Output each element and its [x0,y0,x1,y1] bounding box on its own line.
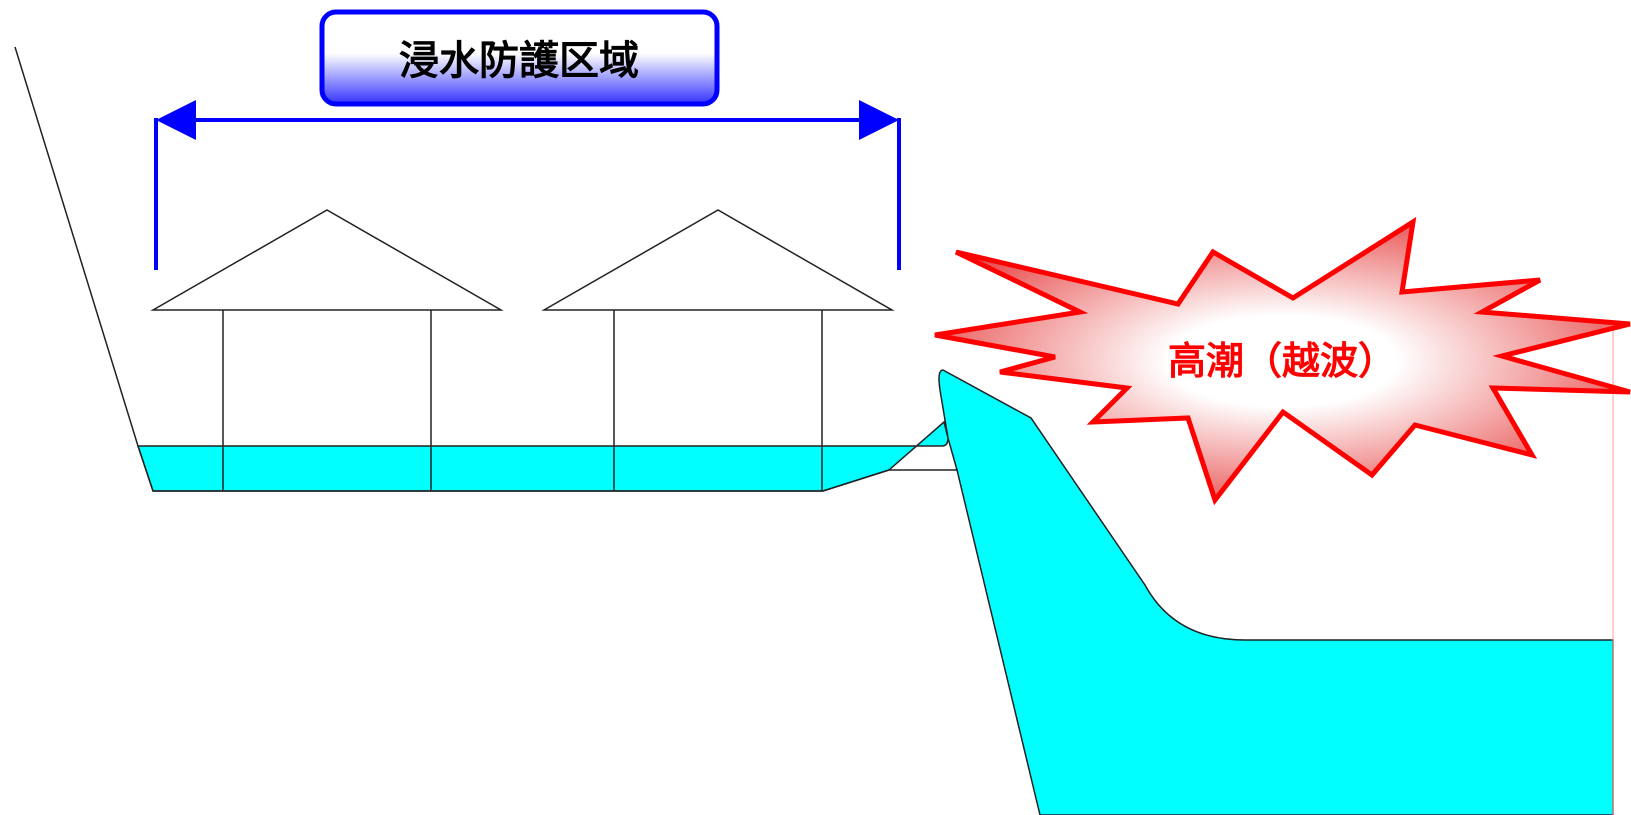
house-roof [150,209,504,311]
house-roof [541,209,895,311]
burst-shape [934,216,1631,506]
ground-line [137,445,957,492]
house-left [150,209,504,491]
protected-area-span [154,100,901,270]
label-box [319,9,720,107]
protected-area-label: 浸水防護区域 [319,9,720,107]
high-tide-burst: 高潮（越波） [934,216,1631,506]
house-right [541,209,895,491]
protected-area-text: 浸水防護区域 [399,38,639,84]
high-tide-text: 高潮（越波） [1168,339,1396,383]
inland-slope-line [14,46,139,447]
flood-water [136,420,949,492]
sea-water [938,369,1614,815]
